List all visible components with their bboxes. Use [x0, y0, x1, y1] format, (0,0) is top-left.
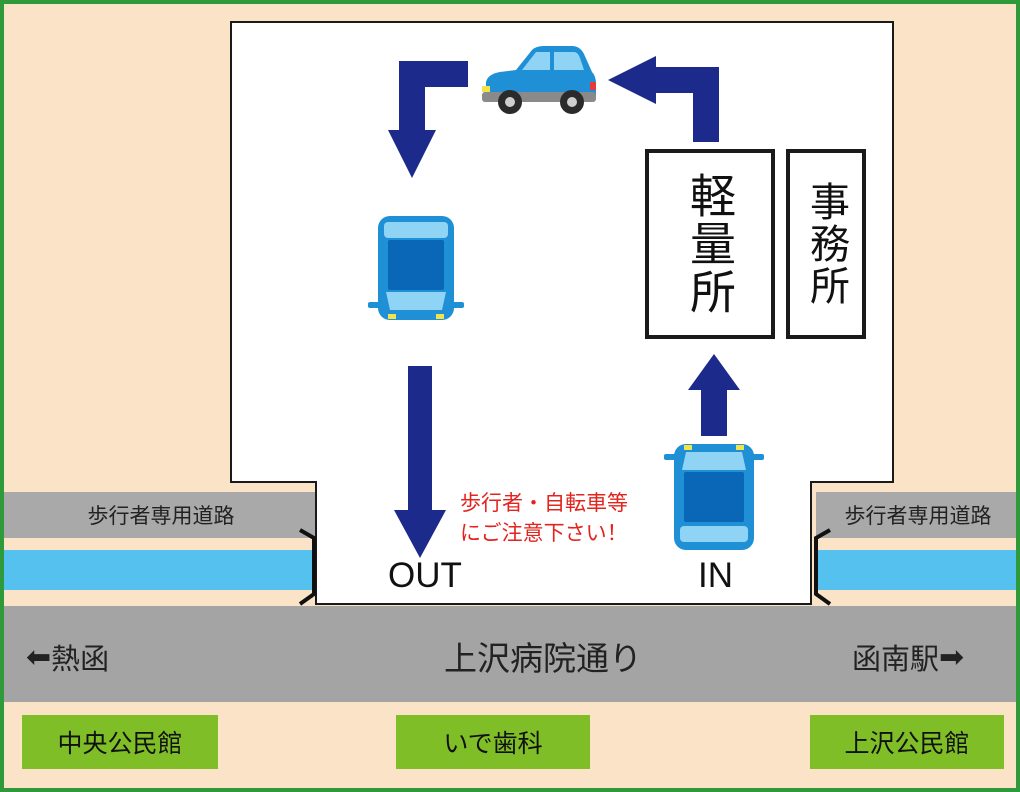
arrow-icon: [688, 354, 740, 390]
sidewalk-left: 歩行者専用道路: [4, 492, 318, 538]
arrow-left-icon: ⬅: [26, 639, 52, 675]
sidewalk-right-label: 歩行者専用道路: [844, 504, 992, 528]
sidewalk-left-label: 歩行者専用道路: [87, 504, 235, 528]
office-building: 事務所: [786, 149, 866, 339]
arrow-icon: [608, 56, 656, 104]
arrow-icon: [394, 510, 446, 558]
car-side-icon: [482, 46, 596, 114]
arrow-icon: [399, 61, 468, 132]
direction-right-label: 函南駅: [852, 642, 940, 676]
waterway-right: [816, 550, 1016, 590]
arrow-right-icon: ➡: [939, 639, 965, 675]
road-name: 上沢病院通り: [444, 639, 642, 678]
car-top-icon: [664, 444, 764, 550]
landmark-chuo-kominkan: 中央公民館: [22, 715, 218, 769]
landmark-kamisawa-kominkan: 上沢公民館: [810, 715, 1004, 769]
direction-left: ⬅ 熱函: [26, 636, 109, 678]
direction-left-label: 熱函: [51, 642, 110, 676]
caution-line-1: 歩行者・自転車等: [460, 491, 628, 515]
direction-right: 函南駅 ➡: [852, 636, 964, 678]
arrow-icon: [701, 386, 727, 436]
car-top-icon: [368, 216, 464, 320]
flow-arrows: [388, 56, 740, 558]
caution-line-2: にご注意下さい！: [460, 521, 628, 545]
road: [4, 606, 1016, 702]
arrow-icon: [654, 67, 719, 142]
caution-message: 歩行者・自転車等 にご注意下さい！: [460, 488, 628, 548]
waterway-left: [4, 550, 318, 590]
arrow-icon: [388, 130, 436, 178]
sidewalk-right: 歩行者専用道路: [816, 492, 1016, 538]
landmark-ide-shika: いで歯科: [396, 715, 590, 769]
weigh-station-label: 軽量所: [683, 172, 737, 316]
office-label: 事務所: [803, 181, 849, 307]
curb-right: [814, 528, 832, 606]
arrow-icon: [408, 366, 432, 512]
weigh-station-building: 軽量所: [645, 149, 775, 339]
curb-left: [298, 528, 316, 606]
out-label: OUT: [388, 556, 462, 595]
in-label: IN: [698, 556, 733, 595]
